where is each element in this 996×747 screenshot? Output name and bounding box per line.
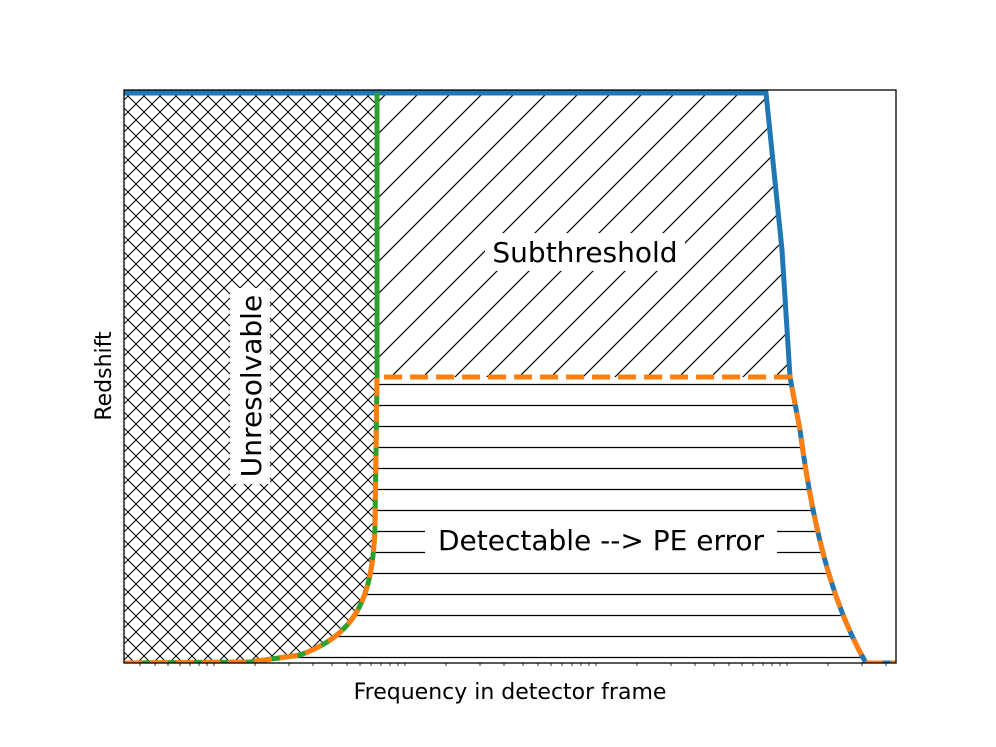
svg-text:Unresolvable: Unresolvable — [235, 295, 268, 477]
plot-frame — [123, 89, 897, 664]
svg-text:Subthreshold: Subthreshold — [492, 236, 677, 269]
label-subthreshold: Subthreshold — [485, 233, 685, 271]
x-minor-ticks — [139, 663, 887, 666]
label-unresolvable: Unresolvable — [230, 288, 270, 484]
y-axis-label: Redshift — [92, 331, 117, 421]
detectable-region — [250, 377, 866, 663]
x-axis-label: Frequency in detector frame — [354, 680, 667, 705]
svg-text:Detectable --> PE error: Detectable --> PE error — [438, 524, 765, 557]
detectable-boundary-line — [124, 374, 896, 663]
label-detectable: Detectable --> PE error — [425, 521, 777, 559]
plot-area — [124, 90, 896, 663]
